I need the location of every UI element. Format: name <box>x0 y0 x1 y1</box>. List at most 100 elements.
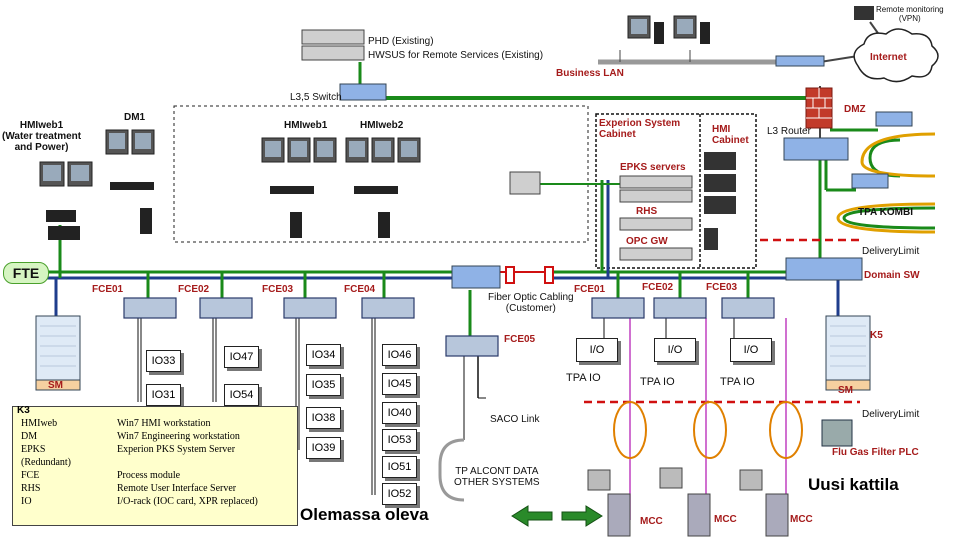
fiber-optic-label: Fiber Optic Cabling (Customer) <box>488 292 574 314</box>
mcc-label-1: MCC <box>640 516 663 527</box>
printer-icon <box>509 171 541 195</box>
legend-def: I/O-rack (IOC card, XPR replaced) <box>117 496 258 507</box>
fce02-left-module <box>199 297 253 319</box>
laptop-icon <box>854 6 874 20</box>
hwsus-server-icon <box>301 45 365 61</box>
fiber-switch-icon <box>451 265 501 289</box>
phd-label: PHD (Existing) <box>368 36 434 47</box>
cabinet-group-box <box>595 113 757 269</box>
fce01-right-module <box>591 297 645 319</box>
hmiweb1-left-label: HMIweb1 (Water treatment and Power) <box>2 120 82 153</box>
dmz-switch-icon <box>875 111 913 127</box>
io-rack: IO33 <box>146 350 181 372</box>
fce02-right-module <box>653 297 707 319</box>
legend-abbr: EPKS <box>21 444 46 455</box>
legend-box: K3 HMIweb Win7 HMI workstation DM Win7 E… <box>12 405 298 526</box>
k5-label: K5 <box>870 330 883 341</box>
legend-abbr: RHS <box>21 483 41 494</box>
io-rack: IO52 <box>382 483 417 505</box>
legend-def: Remote User Interface Server <box>117 483 237 494</box>
fce01-right-label: FCE01 <box>574 284 606 295</box>
l3-router-icon <box>783 137 849 161</box>
experion-cabinet-label: Experion System Cabinet <box>599 118 681 140</box>
hwsus-label: HWSUS for Remote Services (Existing) <box>368 50 544 61</box>
rhs-server-icon <box>619 217 693 231</box>
mcc-label-2: MCC <box>714 514 737 525</box>
fce03-right-module <box>721 297 775 319</box>
fce02-right-label: FCE02 <box>642 282 674 293</box>
plc-label: Flu Gas Filter PLC <box>832 447 919 458</box>
fce05-label: FCE05 <box>504 334 536 345</box>
fce05-module <box>445 335 499 357</box>
fce03-left-label: FCE03 <box>262 284 294 295</box>
sm-cabinet-left <box>35 315 81 381</box>
delivery-limit-top: DeliveryLimit <box>862 246 920 257</box>
tpa-io-label-3: TPA IO <box>720 376 755 388</box>
tpa-io-box-2: I/O <box>654 338 696 362</box>
fte-badge: FTE <box>3 262 49 284</box>
epks-server-2-icon <box>619 189 693 203</box>
tp-alcont-label: TP ALCONT DATA OTHER SYSTEMS <box>454 466 540 488</box>
io-rack: IO47 <box>224 346 259 368</box>
legend-def: Win7 Engineering workstation <box>117 431 240 442</box>
io-rack: IO34 <box>306 344 341 366</box>
dm1-label: DM1 <box>124 112 146 123</box>
l35-switch-label: L3,5 Switch <box>290 92 342 103</box>
uusi-kattila-title: Uusi kattila <box>808 475 899 494</box>
io-rack: IO53 <box>382 429 417 451</box>
fce01-left-module <box>123 297 177 319</box>
mcc-icon-3 <box>765 493 789 537</box>
sm-cabinet-right <box>825 315 871 381</box>
hmiweb2-label: HMIweb2 <box>360 120 404 131</box>
fce03-left-module <box>283 297 337 319</box>
io-rack: IO31 <box>146 384 181 406</box>
io-rack: IO46 <box>382 344 417 366</box>
hmi-cabinet-label: HMI Cabinet <box>712 124 749 146</box>
tpa-io-label-1: TPA IO <box>566 372 601 384</box>
legend-abbr: DM <box>21 431 38 442</box>
domain-switch-icon <box>785 257 863 281</box>
legend-def: Process module <box>117 470 181 481</box>
rhs-label: RHS <box>636 206 658 217</box>
business-router-icon <box>775 55 825 67</box>
opc-gw-label: OPC GW <box>626 236 668 247</box>
legend-def: Experion PKS System Server <box>117 444 236 455</box>
io-rack: IO51 <box>382 456 417 478</box>
motor-icon-3 <box>739 469 763 491</box>
fce02-left-label: FCE02 <box>178 284 210 295</box>
l3-router-label: L3 Router <box>767 126 811 137</box>
sm-left-label: SM <box>48 380 63 391</box>
epks-server-1-icon <box>619 175 693 189</box>
legend-def: Win7 HMI workstation <box>117 418 211 429</box>
tpa-io-box-3: I/O <box>730 338 772 362</box>
business-lan-label: Business LAN <box>556 68 624 79</box>
sm-right-label: SM <box>838 385 853 396</box>
mcc-label-3: MCC <box>790 514 813 525</box>
motor-icon-2 <box>659 467 683 489</box>
olemassa-oleva-title: Olemassa oleva <box>300 505 429 524</box>
domain-sw-label: Domain SW <box>864 270 920 281</box>
fce04-left-label: FCE04 <box>344 284 376 295</box>
motor-icon-1 <box>587 469 611 491</box>
firewall-icon <box>805 87 833 129</box>
arrow-left-icon <box>511 505 553 527</box>
internet-label: Internet <box>870 52 907 63</box>
hmi-group-box <box>173 105 589 243</box>
mcc-icon-2 <box>687 493 711 537</box>
legend-abbr: IO <box>21 496 32 507</box>
legend-abbr: (Redundant) <box>21 457 71 468</box>
mcc-icon-1 <box>607 493 631 537</box>
plc-icon <box>821 419 853 447</box>
legend-abbr: FCE <box>21 470 40 481</box>
dmz-label: DMZ <box>844 104 866 115</box>
l35-switch-icon <box>339 83 387 101</box>
delivery-limit-bottom: DeliveryLimit <box>862 409 920 420</box>
tpa-io-label-2: TPA IO <box>640 376 675 388</box>
io-rack: IO39 <box>306 437 341 459</box>
tpa-io-box-1: I/O <box>576 338 618 362</box>
io-rack: IO54 <box>224 384 259 406</box>
io-rack: IO45 <box>382 373 417 395</box>
fce04-left-module <box>361 297 415 319</box>
io-rack: IO40 <box>382 402 417 424</box>
